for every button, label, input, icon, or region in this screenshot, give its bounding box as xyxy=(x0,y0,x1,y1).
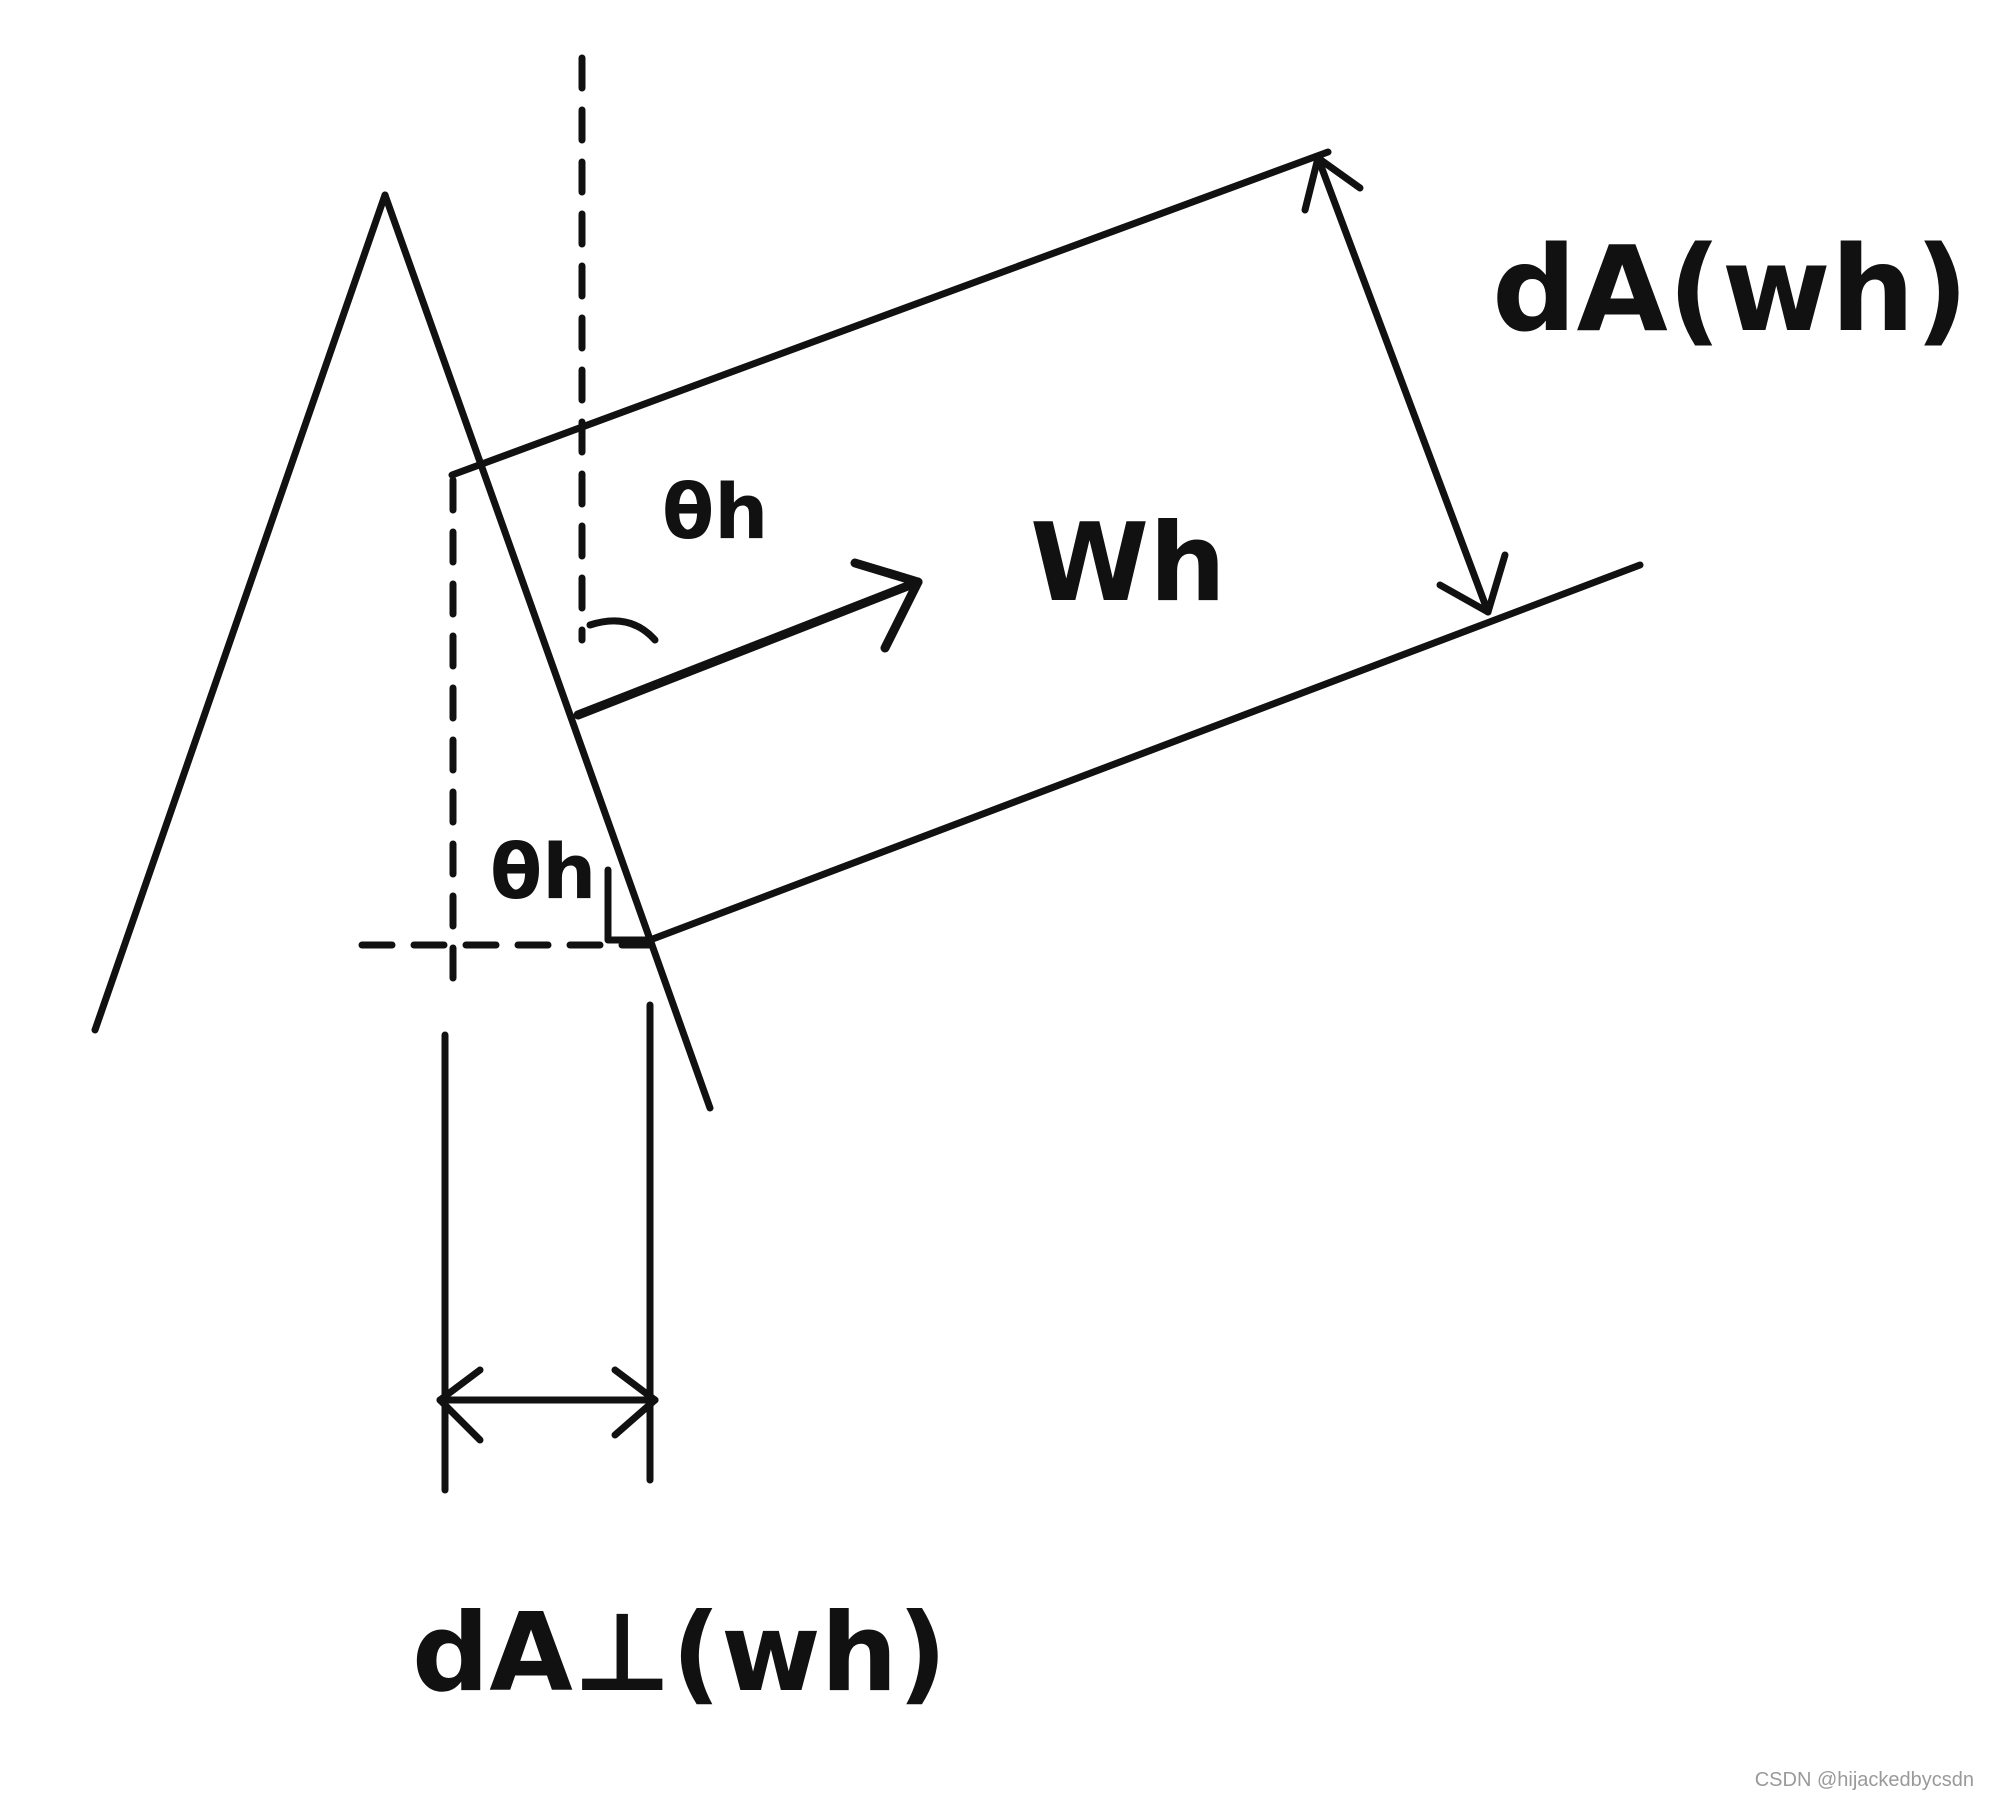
facet-right-slope xyxy=(381,191,714,1112)
beam-lower-edge xyxy=(646,561,1644,944)
dA-perp-width-arrow xyxy=(436,1366,659,1444)
facet-left-slope xyxy=(91,191,389,1034)
label-theta-bottom: θh xyxy=(490,827,596,916)
beam-upper-edge xyxy=(448,148,1332,479)
label-dA-perp-wh: dA⊥(wh) xyxy=(412,1591,947,1716)
angle-arc-top xyxy=(586,617,659,644)
dA-width-arrow xyxy=(1301,154,1509,616)
wh-direction-arrow xyxy=(573,558,923,720)
label-wh: Wh xyxy=(1030,501,1226,626)
watermark-text: CSDN @hijackedbycsdn xyxy=(1754,1769,1974,1791)
label-dA-wh: dA(wh) xyxy=(1492,220,1969,358)
angle-arc-bottom xyxy=(604,866,654,944)
label-theta-top: θh xyxy=(662,467,768,556)
